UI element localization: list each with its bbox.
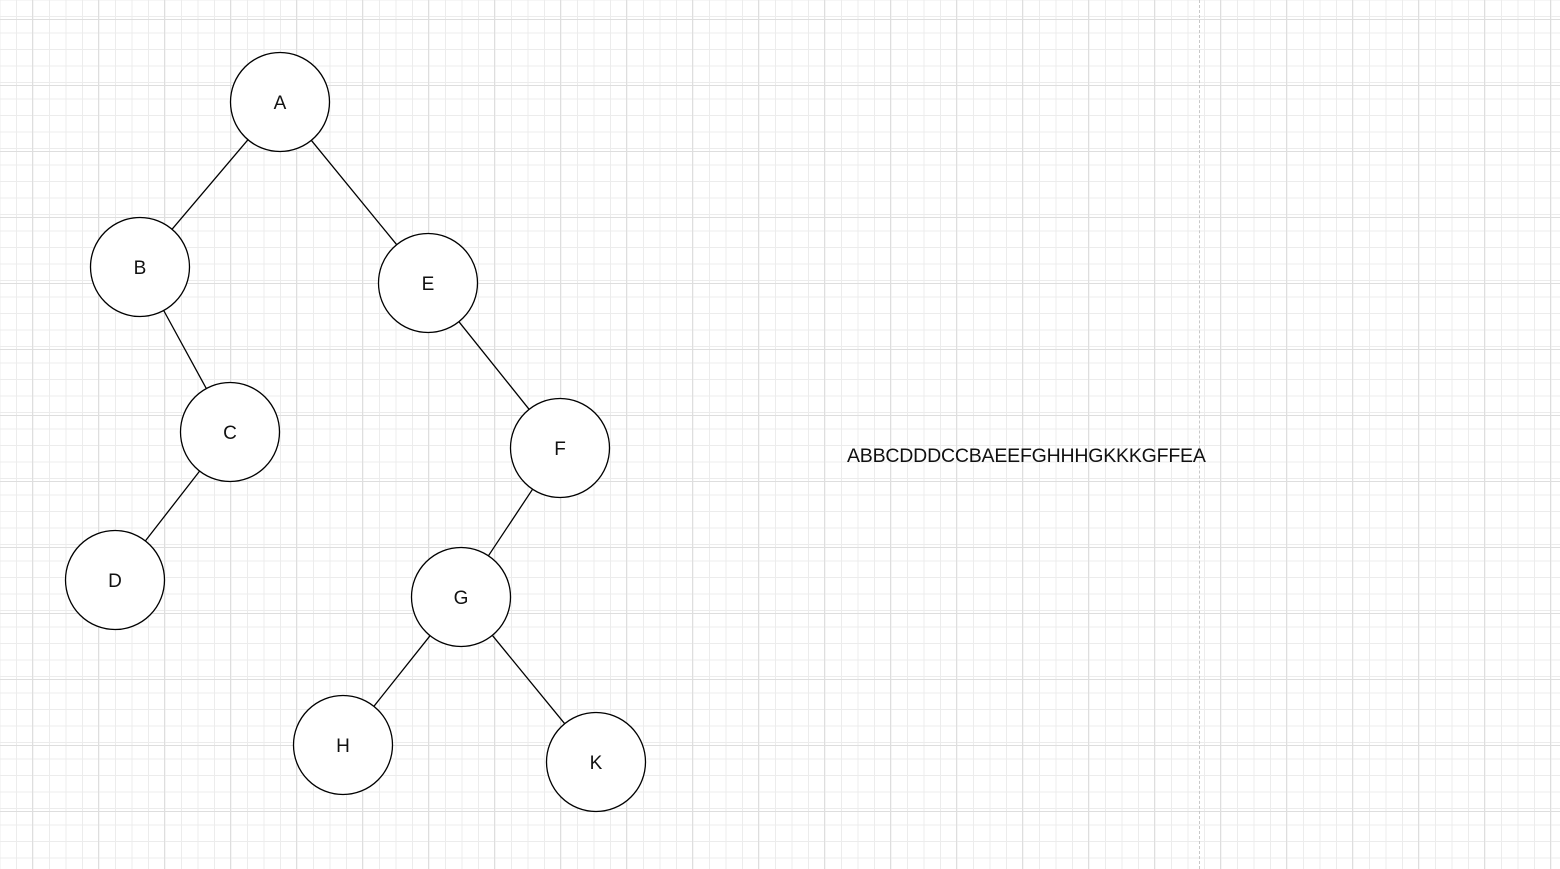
node-circle[interactable] bbox=[545, 711, 647, 813]
node-circle[interactable] bbox=[292, 694, 394, 796]
nodes-layer: A B E C D F G H K bbox=[64, 51, 647, 813]
edge-e-f[interactable] bbox=[458, 321, 530, 410]
node-label: A bbox=[274, 93, 287, 114]
tree-node-c[interactable]: C bbox=[179, 381, 281, 483]
node-circle[interactable] bbox=[509, 397, 611, 499]
edge-a-e[interactable] bbox=[310, 139, 398, 246]
edge-b-c[interactable] bbox=[163, 310, 207, 389]
node-circle[interactable] bbox=[89, 216, 191, 318]
node-label: E bbox=[422, 274, 435, 295]
tree-node-b[interactable]: B bbox=[89, 216, 191, 318]
edge-g-k[interactable] bbox=[491, 634, 566, 725]
tree-node-k[interactable]: K bbox=[545, 711, 647, 813]
node-label: D bbox=[108, 571, 122, 592]
tree-node-a[interactable]: A bbox=[229, 51, 331, 153]
node-label: B bbox=[134, 258, 147, 279]
page-break-line bbox=[1199, 0, 1200, 869]
node-label: H bbox=[336, 736, 350, 757]
node-circle[interactable] bbox=[377, 232, 479, 334]
node-label: K bbox=[590, 753, 603, 774]
tree-node-h[interactable]: H bbox=[292, 694, 394, 796]
edge-f-g[interactable] bbox=[487, 488, 534, 557]
node-label: C bbox=[223, 423, 237, 444]
edge-g-h[interactable] bbox=[373, 635, 431, 707]
edge-c-d[interactable] bbox=[144, 470, 201, 542]
node-circle[interactable] bbox=[179, 381, 281, 483]
tree-node-g[interactable]: G bbox=[410, 546, 512, 648]
tree-node-f[interactable]: F bbox=[509, 397, 611, 499]
node-circle[interactable] bbox=[229, 51, 331, 153]
node-circle[interactable] bbox=[410, 546, 512, 648]
tree-node-d[interactable]: D bbox=[64, 529, 166, 631]
edges-layer bbox=[144, 139, 566, 725]
traversal-sequence-text[interactable]: ABBCDDDCCBAEEFGHHHGKKKGFFEA bbox=[847, 445, 1206, 467]
node-circle[interactable] bbox=[64, 529, 166, 631]
node-label: G bbox=[454, 588, 469, 609]
tree-node-e[interactable]: E bbox=[377, 232, 479, 334]
node-label: F bbox=[554, 439, 566, 460]
edge-a-b[interactable] bbox=[171, 139, 249, 230]
